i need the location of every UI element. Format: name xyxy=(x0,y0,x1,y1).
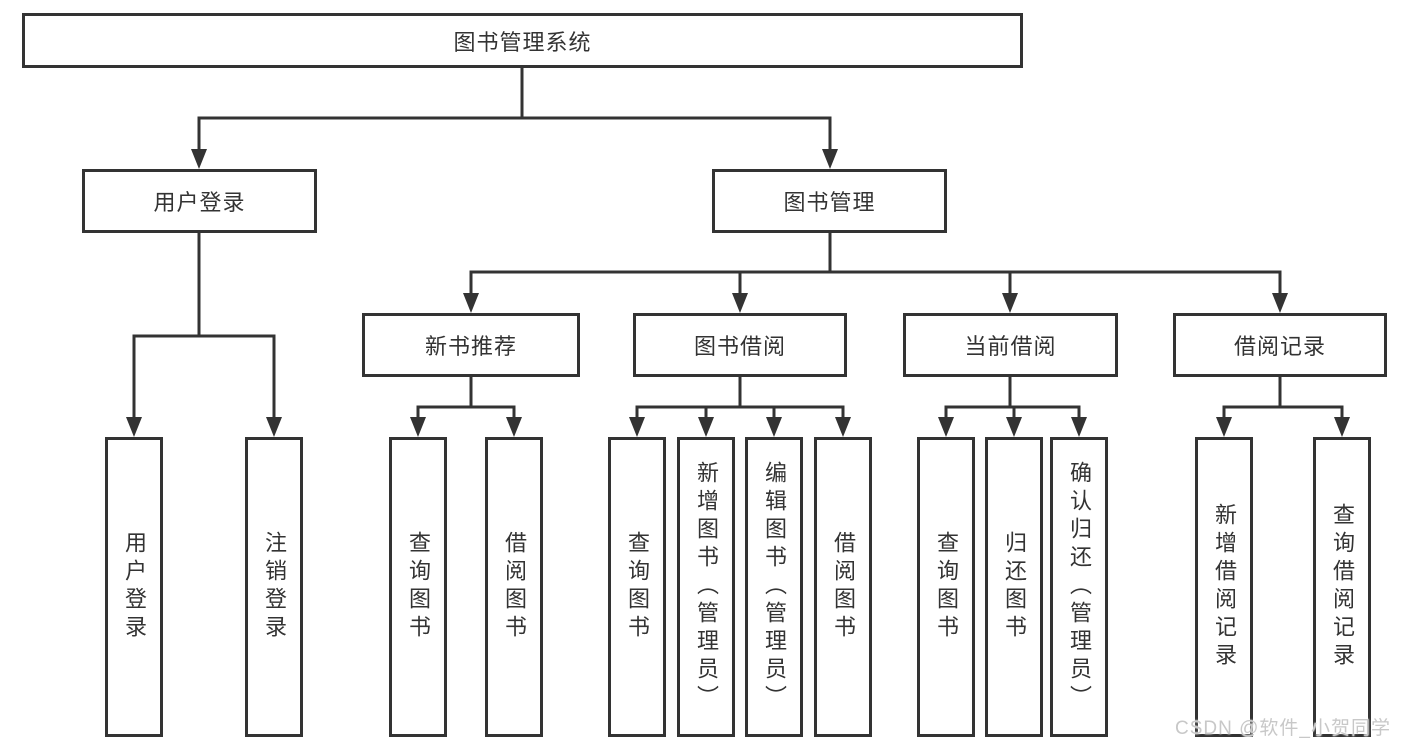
csdn-watermark: CSDN @软件_小贺同学 xyxy=(1175,718,1391,739)
leaf-user-login: 用户登录 xyxy=(105,437,163,737)
leaf-logout-login: 注销登录 xyxy=(245,437,303,737)
leaf-borrowing-edit-books-admin: 编辑图书（管理员） xyxy=(745,437,803,737)
leaf-borrowing-borrow-books: 借阅图书 xyxy=(814,437,872,737)
leaf-recommend-query-books: 查询图书 xyxy=(389,437,447,737)
leaf-current-query-books: 查询图书 xyxy=(917,437,975,737)
leaf-current-return-books: 归还图书 xyxy=(985,437,1043,737)
node-book-borrowing: 图书借阅 xyxy=(633,313,847,377)
node-borrowing-records: 借阅记录 xyxy=(1173,313,1387,377)
node-user-login: 用户登录 xyxy=(82,169,317,233)
node-current-borrowing: 当前借阅 xyxy=(903,313,1118,377)
leaf-recommend-borrow-books: 借阅图书 xyxy=(485,437,543,737)
node-root-library-management-system: 图书管理系统 xyxy=(22,13,1023,68)
leaf-borrowing-add-books-admin: 新增图书（管理员） xyxy=(677,437,735,737)
node-book-management: 图书管理 xyxy=(712,169,947,233)
leaf-records-add-borrow-record: 新增借阅记录 xyxy=(1195,437,1253,737)
node-new-book-recommendation: 新书推荐 xyxy=(362,313,580,377)
leaf-borrowing-query-books: 查询图书 xyxy=(608,437,666,737)
leaf-current-confirm-return-admin: 确认归还（管理员） xyxy=(1050,437,1108,737)
leaf-records-query-borrow-record: 查询借阅记录 xyxy=(1313,437,1371,737)
